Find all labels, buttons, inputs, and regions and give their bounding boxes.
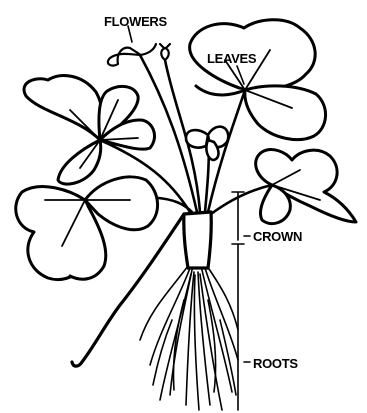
flowers-label: FLOWERS — [104, 14, 168, 29]
leaf-lower-left — [16, 177, 158, 280]
roots — [140, 266, 238, 410]
flower-bud — [161, 48, 169, 60]
leaf-upper-right — [190, 20, 326, 140]
leaf-right — [256, 150, 356, 224]
flower-bloom — [108, 48, 140, 66]
flowers — [108, 44, 170, 66]
crown — [184, 212, 211, 268]
leaf-center-small — [186, 127, 228, 160]
roots-label: ROOTS — [253, 356, 298, 371]
crown-label: CROWN — [253, 229, 302, 244]
leaves-label: LEAVES — [207, 51, 257, 66]
